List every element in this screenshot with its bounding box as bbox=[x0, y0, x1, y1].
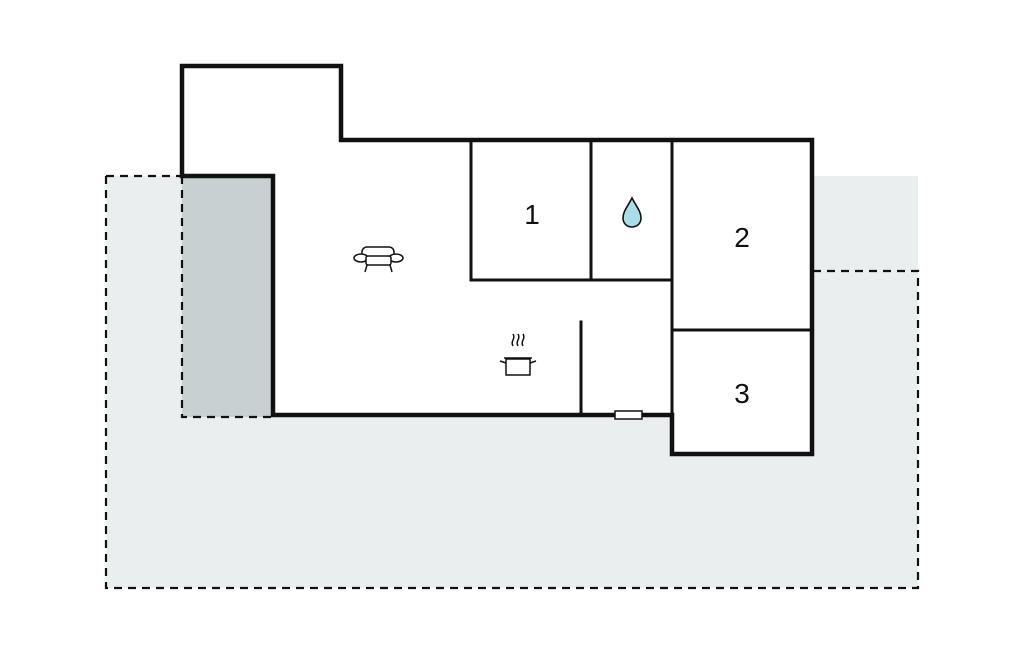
outer-wall bbox=[179, 63, 815, 457]
cooking-pot-icon bbox=[499, 333, 537, 376]
room-1-label: 1 bbox=[524, 199, 540, 230]
sofa-icon bbox=[353, 246, 404, 273]
room-2-label: 2 bbox=[734, 222, 750, 253]
house-interior bbox=[182, 66, 812, 454]
water-drop-icon bbox=[622, 196, 642, 228]
covered-terrace-outline bbox=[180, 176, 273, 419]
entrance-door bbox=[614, 410, 643, 420]
room-3-label: 3 bbox=[734, 378, 750, 409]
covered-terrace-overlay bbox=[184, 178, 271, 415]
terrace-outline bbox=[104, 176, 920, 590]
